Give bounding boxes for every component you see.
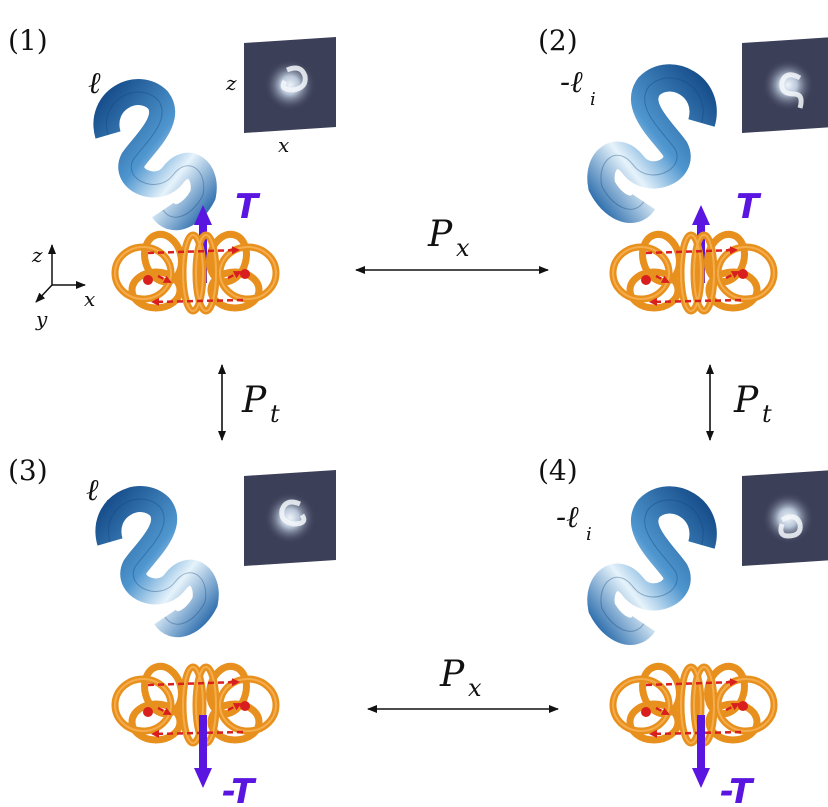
helix-label: ℓ — [88, 66, 101, 101]
op-symbol: P — [733, 380, 759, 421]
torque-label: -T — [222, 772, 257, 807]
op-symbol: P — [427, 214, 453, 255]
op-bottom: P x — [367, 654, 559, 713]
helix-label: -ℓ — [560, 65, 583, 100]
inset-axis-x: x — [278, 133, 289, 157]
knot-cluster — [613, 230, 774, 311]
inset-image — [742, 37, 828, 133]
torque-arrowhead — [194, 768, 212, 788]
torque-arrowhead — [692, 205, 710, 225]
panel-1: (1) ℓ i z x T z x y — [8, 24, 336, 331]
inset-axis-z: z — [225, 71, 237, 95]
helix-label-sub: i — [590, 89, 596, 110]
helix-label-sub: i — [586, 524, 592, 545]
helix-label: ℓ — [86, 473, 99, 508]
helix-shape — [601, 500, 703, 631]
helix-shape — [106, 92, 203, 217]
panel-3: (3) ℓ i -T — [8, 454, 336, 807]
panel-label: (3) — [8, 454, 48, 487]
op-right: P t — [706, 364, 772, 441]
torque-label: T — [235, 187, 261, 227]
panel-4: (4) -ℓ i -T — [538, 454, 828, 807]
helix-label: -ℓ — [556, 500, 579, 535]
torque-arrowhead — [194, 205, 212, 225]
inset-vortex — [778, 514, 803, 539]
op-top: P x — [355, 214, 549, 274]
axis-label-y: y — [35, 307, 48, 331]
knot-cluster — [613, 662, 774, 743]
op-subscript: x — [456, 234, 470, 262]
inset-vortex — [280, 65, 308, 93]
panel-label: (2) — [538, 24, 578, 57]
knot-cluster — [115, 662, 276, 743]
torque-arrowhead — [692, 768, 710, 788]
knot-cluster — [115, 230, 276, 311]
helix-shape — [108, 499, 205, 624]
op-subscript: t — [762, 400, 772, 428]
torque-label: T — [736, 187, 762, 227]
panel-label: (4) — [538, 454, 578, 487]
axis-label-x: x — [84, 287, 95, 311]
op-symbol: P — [241, 380, 267, 421]
op-left: P t — [218, 364, 280, 441]
inset-vortex — [779, 72, 804, 109]
axis-label-z: z — [31, 243, 43, 267]
op-symbol: P — [439, 654, 465, 695]
coordinate-axes — [35, 244, 86, 303]
op-subscript: t — [270, 400, 280, 428]
panel-2: (2) -ℓ i T — [538, 24, 828, 311]
torque-label: -T — [720, 772, 755, 807]
inset-vortex — [279, 499, 307, 527]
inset-image — [244, 470, 336, 566]
op-subscript: x — [468, 674, 482, 702]
panel-label: (1) — [8, 24, 48, 57]
helix-shape — [601, 78, 703, 209]
inset-image — [244, 37, 336, 133]
